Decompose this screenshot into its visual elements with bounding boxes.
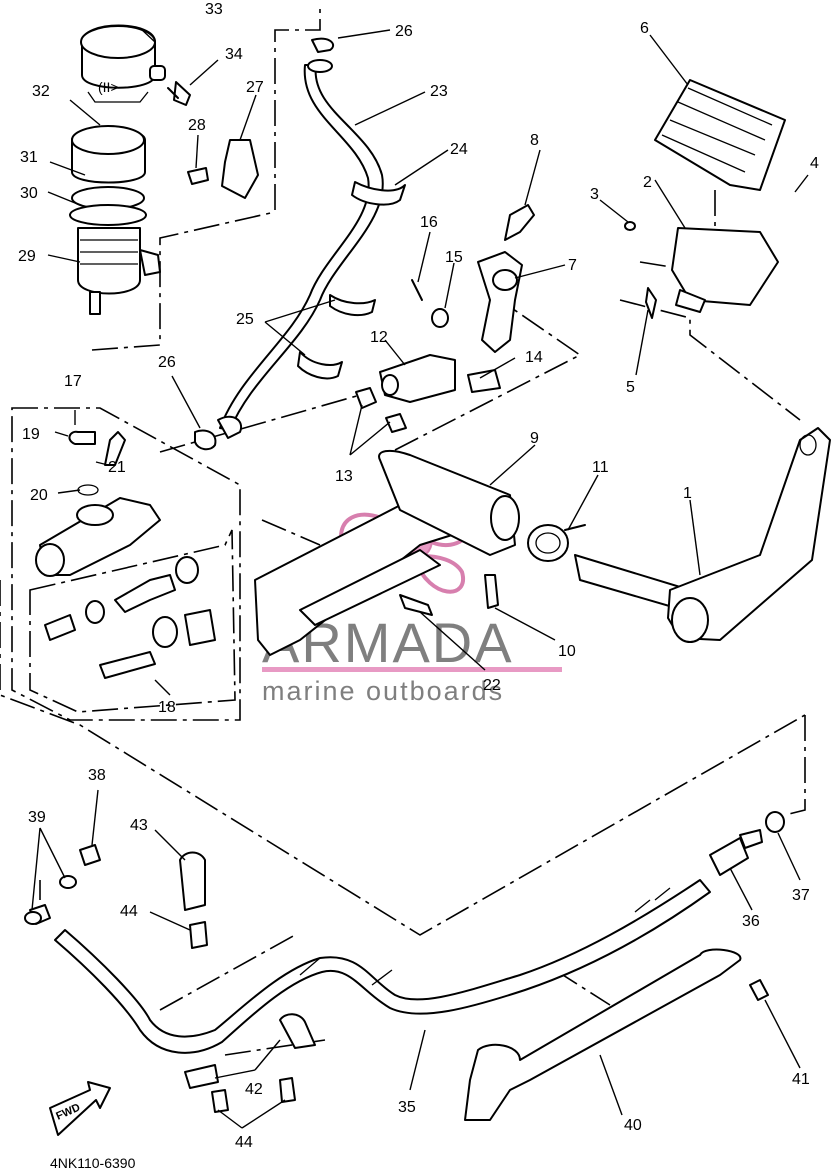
leader-lines <box>31 27 809 1129</box>
brake-pedal <box>574 427 831 643</box>
callout-24: 24 <box>450 141 468 158</box>
watermark-underline <box>262 667 562 672</box>
callout-40: 40 <box>624 1117 642 1134</box>
reservoir-hose <box>194 37 406 451</box>
callout-37: 37 <box>792 887 810 904</box>
callout-27: 27 <box>246 79 264 96</box>
callout-14: 14 <box>525 349 543 366</box>
fwd-arrow-icon: FWD <box>49 1081 111 1136</box>
callout-42: 42 <box>245 1081 263 1098</box>
callout-11: 11 <box>592 459 609 476</box>
callout-10: 10 <box>558 643 576 660</box>
callout-12: 12 <box>370 329 388 346</box>
reservoir-cap: (II> <box>80 24 166 103</box>
callout-8: 8 <box>530 132 539 149</box>
callout-13: 13 <box>335 468 353 485</box>
callout-18: 18 <box>158 699 176 716</box>
callout-35: 35 <box>398 1099 416 1116</box>
callout-1: 1 <box>683 485 692 502</box>
pedal-bracket <box>254 449 520 656</box>
callout-44-top: 44 <box>120 903 138 920</box>
callout-3: 3 <box>590 186 599 203</box>
callout-23: 23 <box>430 83 448 100</box>
callout-25: 25 <box>236 311 254 328</box>
callout-36: 36 <box>742 913 760 930</box>
callout-22: 22 <box>483 677 501 694</box>
bracket-bolts <box>399 574 499 616</box>
callout-29: 29 <box>18 248 36 265</box>
pivot-arm <box>477 204 535 353</box>
diagram-code: 4NK110-6390 <box>50 1155 136 1170</box>
callout-39: 39 <box>28 809 46 826</box>
union-bolt <box>24 844 101 925</box>
callout-31: 31 <box>20 149 38 166</box>
callout-5: 5 <box>626 379 635 396</box>
callout-20: 20 <box>30 487 48 504</box>
callout-9: 9 <box>530 430 539 447</box>
reservoir-bracket <box>187 139 259 199</box>
callout-7: 7 <box>568 257 577 274</box>
hose-protector <box>464 948 769 1121</box>
callout-34: 34 <box>225 46 243 63</box>
master-cylinder <box>35 430 161 577</box>
reservoir-assembly <box>69 125 161 315</box>
pedal-pad <box>654 79 786 313</box>
callout-15: 15 <box>445 249 463 266</box>
callout-33: 33 <box>205 1 223 18</box>
hose-clamps <box>179 851 316 1113</box>
callout-41: 41 <box>792 1071 810 1088</box>
clevis <box>355 279 501 433</box>
callout-28: 28 <box>188 117 206 134</box>
callout-26-mid: 26 <box>158 354 176 371</box>
callout-16: 16 <box>420 214 438 231</box>
bolt-34 <box>167 81 191 106</box>
callout-32: 32 <box>32 83 50 100</box>
hose-fitting <box>709 811 785 876</box>
cap-marking: (II> <box>98 79 119 95</box>
callout-labels: 33 34 32 27 28 31 30 29 26 23 24 8 6 4 3… <box>18 1 819 1170</box>
callout-26-top: 26 <box>395 23 413 40</box>
callout-38: 38 <box>88 767 106 784</box>
spring <box>527 524 586 562</box>
callout-44-bottom: 44 <box>235 1134 253 1151</box>
callout-30: 30 <box>20 185 38 202</box>
callout-2: 2 <box>643 174 652 191</box>
piston-kit <box>44 556 216 679</box>
callout-19: 19 <box>22 426 40 443</box>
callout-21: 21 <box>108 459 126 476</box>
watermark-subtitle: marine outboards <box>262 676 504 706</box>
callout-17: 17 <box>64 373 82 390</box>
callout-6: 6 <box>640 20 649 37</box>
callout-43: 43 <box>130 817 148 834</box>
callout-4: 4 <box>810 155 819 172</box>
cotter-clip <box>624 221 657 319</box>
